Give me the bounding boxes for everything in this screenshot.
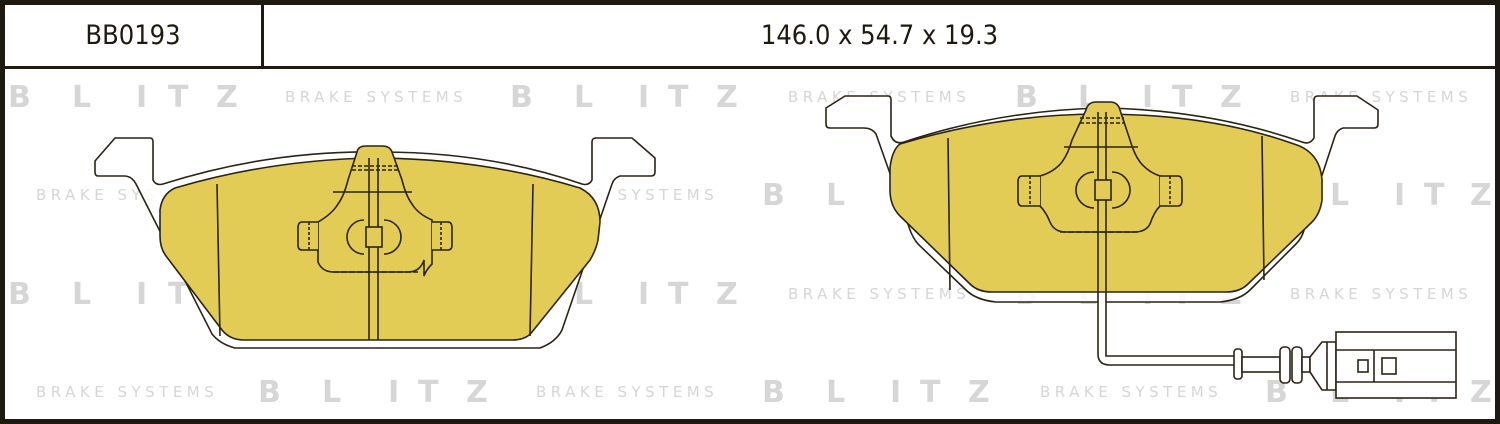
watermark-tagline: BRAKE SYSTEMS [285,88,467,106]
svg-text:Z: Z [1220,80,1242,115]
svg-text:I: I [638,277,649,312]
svg-text:L: L [1330,178,1349,213]
part-number: BB0193 [5,5,264,66]
svg-text:I: I [890,375,901,410]
svg-text:I: I [136,80,147,115]
svg-text:T: T [168,80,189,115]
svg-text:B: B [510,80,533,115]
svg-text:T: T [668,277,689,312]
svg-text:Z: Z [716,80,738,115]
svg-text:Z: Z [216,80,238,115]
svg-text:L: L [322,375,341,410]
wear-sensor [1097,300,1457,399]
brake-pad-left [94,137,656,349]
svg-text:I: I [638,80,649,115]
svg-text:L: L [826,178,845,213]
svg-text:T: T [1424,178,1445,213]
svg-text:B: B [1015,80,1038,115]
svg-text:I: I [1394,178,1405,213]
svg-text:B: B [8,277,31,312]
svg-text:L: L [72,277,91,312]
title-block: BB0193 146.0 x 54.7 x 19.3 [5,5,1495,69]
svg-text:T: T [668,80,689,115]
svg-text:L: L [72,80,91,115]
svg-text:Z: Z [968,375,990,410]
svg-text:I: I [388,375,399,410]
svg-text:T: T [168,277,189,312]
svg-text:L: L [574,80,593,115]
svg-text:T: T [418,375,439,410]
svg-text:Z: Z [716,277,738,312]
svg-text:L: L [574,277,593,312]
svg-text:T: T [920,375,941,410]
svg-text:BRAKE SYSTEMS: BRAKE SYSTEMS [36,383,218,401]
svg-text:I: I [136,277,147,312]
svg-text:Z: Z [466,375,488,410]
pad-dimensions: 146.0 x 54.7 x 19.3 [760,20,999,51]
svg-text:BRAKE SYSTEMS: BRAKE SYSTEMS [1290,285,1472,303]
svg-text:B: B [762,178,785,213]
svg-text:T: T [1172,80,1193,115]
svg-text:B: B [1265,375,1288,410]
svg-text:B: B [258,375,281,410]
svg-text:L: L [826,375,845,410]
svg-text:BRAKE SYSTEMS: BRAKE SYSTEMS [536,383,718,401]
svg-text:BRAKE SYSTEMS: BRAKE SYSTEMS [788,285,970,303]
svg-text:BRAKE SYSTEMS: BRAKE SYSTEMS [1040,383,1222,401]
watermark-brand: B [8,80,31,115]
svg-text:I: I [1142,80,1153,115]
brake-pad-right [825,95,1379,303]
svg-text:Z: Z [1470,375,1492,410]
svg-text:Z: Z [1470,178,1492,213]
svg-text:B: B [762,375,785,410]
